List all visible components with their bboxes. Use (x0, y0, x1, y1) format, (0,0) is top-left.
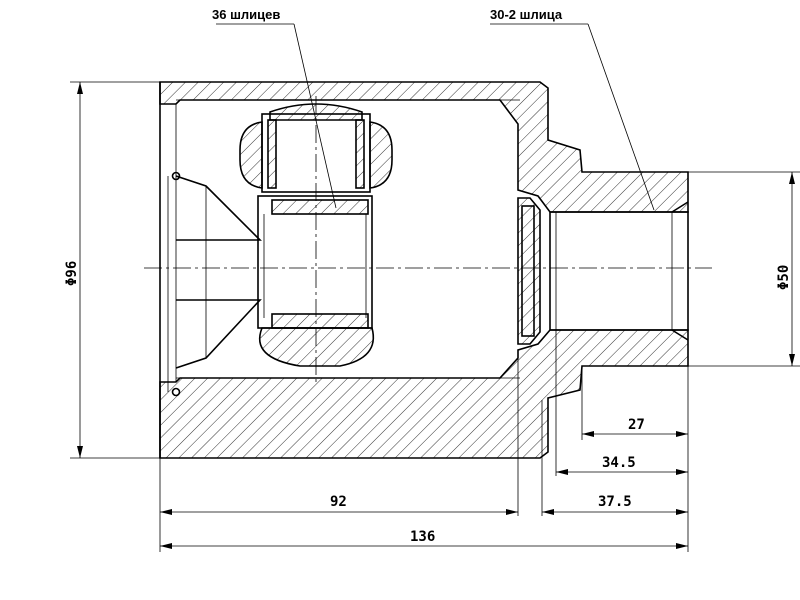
tripod-assembly (239, 96, 393, 384)
callout-inner-splines: 36 шлицев (212, 7, 337, 209)
shaft-bore (517, 197, 689, 345)
callout-inner-splines-text: 36 шлицев (212, 7, 280, 22)
left-retainer (167, 171, 262, 397)
dim-37-5-text: 37.5 (598, 494, 632, 510)
dim-diameter-shaft-text: Φ50 (776, 265, 792, 290)
spider-body (257, 195, 373, 329)
dim-136: 136 (160, 529, 688, 549)
roller-bottom (258, 327, 374, 367)
callout-outer-splines-text: 30-2 шлица (490, 7, 563, 22)
dim-34-5-text: 34.5 (602, 455, 636, 471)
housing (159, 81, 689, 459)
dim-37-5: 37.5 (542, 494, 688, 515)
dim-92: 92 (160, 494, 518, 515)
roller-top (239, 121, 263, 189)
dim-diameter-outer-text: Φ96 (64, 261, 80, 286)
dim-diameter-shaft: Φ50 (688, 171, 800, 367)
dim-27-text: 27 (628, 417, 645, 433)
dimension-extension-lines (159, 330, 689, 552)
dim-diameter-outer: Φ96 (64, 81, 160, 459)
dim-92-text: 92 (330, 494, 347, 510)
housing-top-wall (159, 81, 689, 213)
dim-34-5: 34.5 (556, 455, 688, 475)
housing-bottom-wall (159, 329, 689, 459)
callout-outer-splines: 30-2 шлица (490, 7, 655, 211)
dim-136-text: 136 (410, 529, 435, 545)
dim-27: 27 (582, 417, 688, 437)
